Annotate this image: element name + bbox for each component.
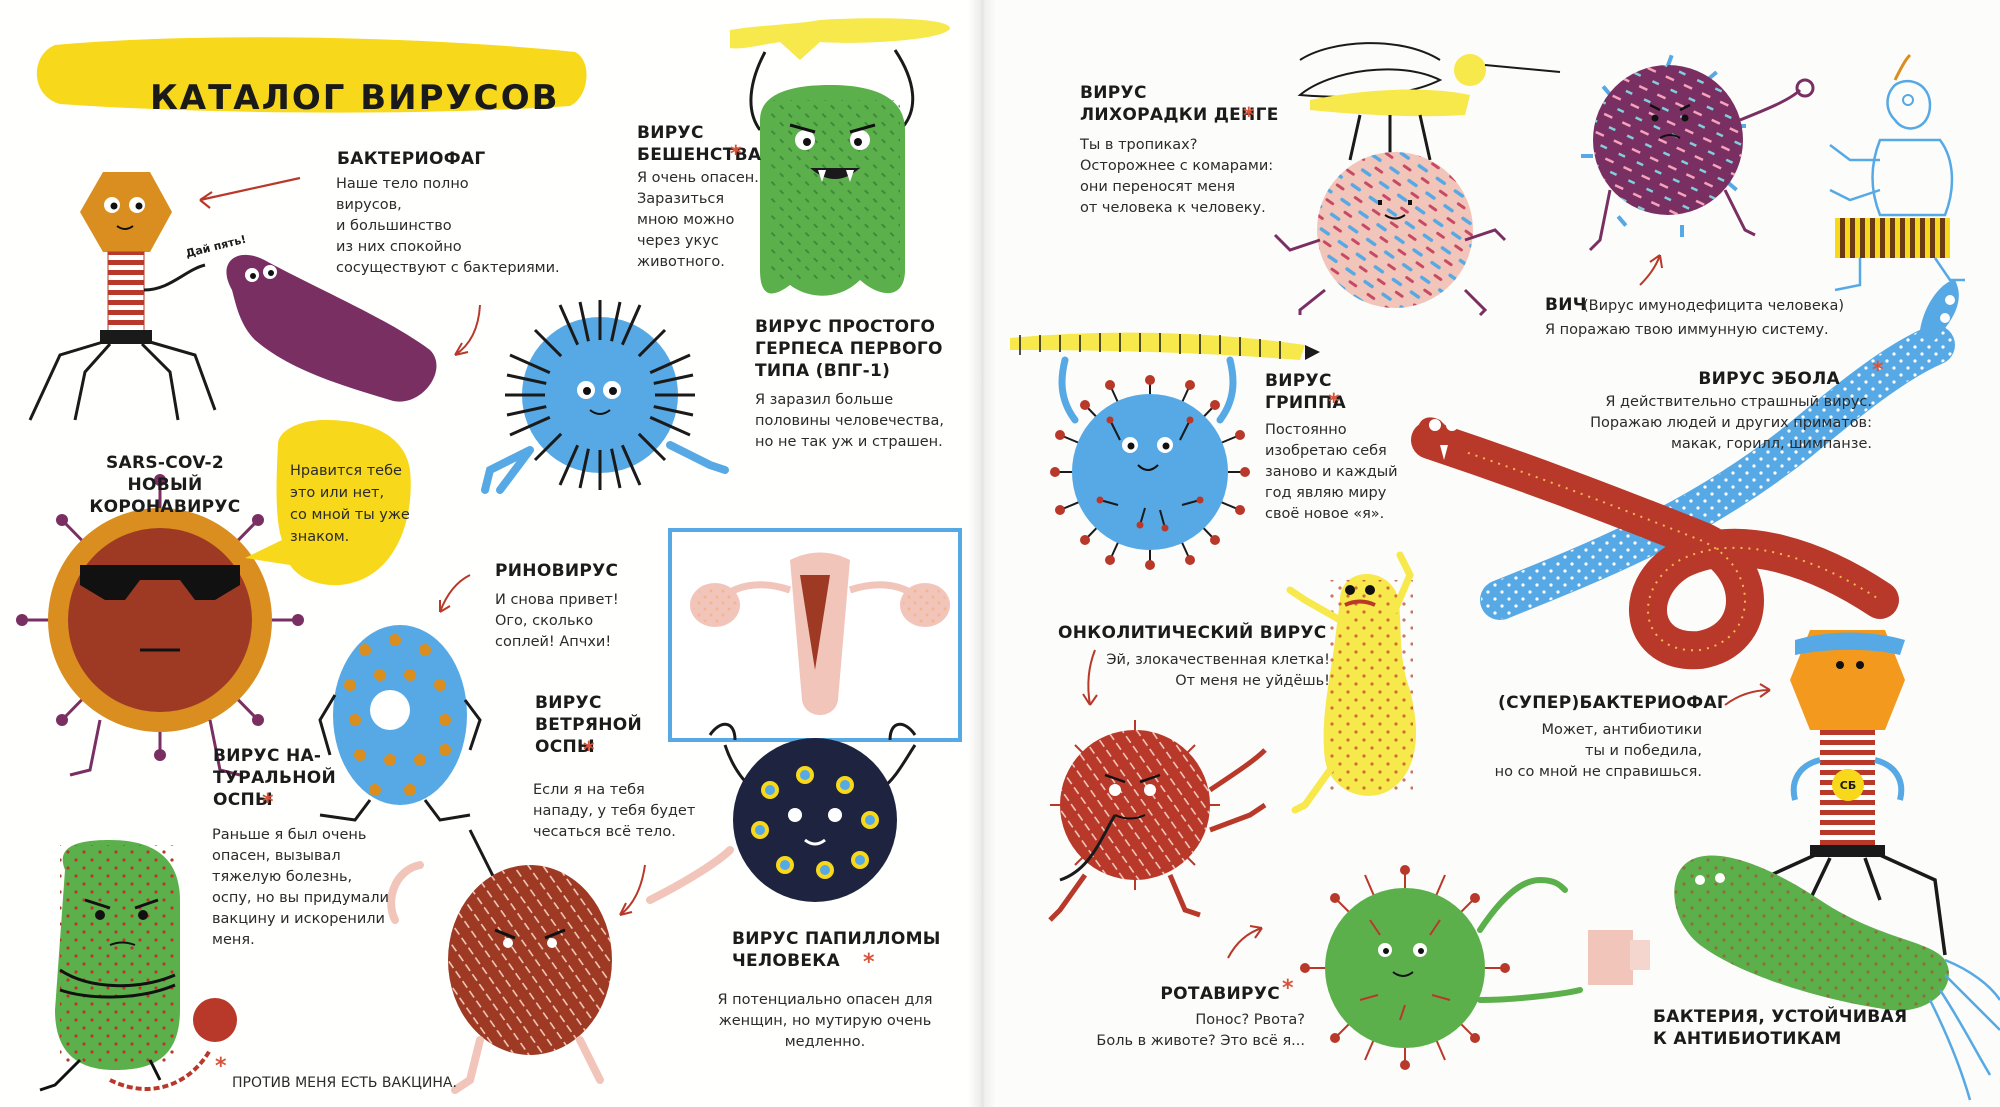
arrow-chickenpox xyxy=(619,864,646,916)
rhinovirus-illustration xyxy=(318,625,482,822)
herpes-virus-illustration xyxy=(481,300,729,494)
hiv-text: Я поражаю твою иммунную систему. xyxy=(1545,322,1829,338)
sars-speech-text: Нравится тебе это или нет, со мной ты уж… xyxy=(290,463,410,545)
sars-title: SARS-CoV-2 новый коронавирус xyxy=(89,453,241,517)
papilloma-text: Я потенциально опасен для женщин, но мут… xyxy=(717,992,933,1050)
bacteriophage-text: Наше тело полно вирусов, и большинство и… xyxy=(336,176,560,276)
ebola-text: Я действительно страшный вирус. Поражаю … xyxy=(1590,394,1872,452)
superphage-text: Может, антибиотики ты и победила, но со … xyxy=(1494,722,1702,780)
dengue-star-icon: * xyxy=(1243,104,1255,129)
resistant-bacterium-illustration xyxy=(1674,855,2000,1101)
title-banner-shape xyxy=(36,37,587,113)
bacteriophage-illustration xyxy=(28,172,217,421)
page-gutter xyxy=(968,0,996,1107)
oncolytic-title: Онколитический вирус xyxy=(1058,623,1327,643)
oncolytic-text: Эй, злокачественная клетка! От меня не у… xyxy=(1106,652,1330,689)
rotavirus-star-icon: * xyxy=(1282,976,1294,1001)
papilloma-title: Вирус папилломы человека xyxy=(732,929,941,971)
hiv-title: ВИЧ xyxy=(1545,295,1587,315)
purple-bacterium-illustration xyxy=(226,254,437,402)
arrow-rotavirus xyxy=(1227,925,1263,959)
arrow-hiv xyxy=(1639,254,1663,286)
herpes-text: Я заразил больше половины человечества, … xyxy=(755,392,945,450)
rotavirus-text: Понос? Рвота? Боль в животе? Это всё я..… xyxy=(1096,1012,1305,1049)
hiv-virus-illustration xyxy=(1581,54,1815,252)
smallpox-title: Вирус на- туральной оспы xyxy=(213,746,337,810)
vaccine-note-star-icon: * xyxy=(215,1054,227,1079)
arrow-bacterium xyxy=(454,304,481,356)
page-title: Каталог вирусов xyxy=(150,77,560,118)
rabies-star-icon: * xyxy=(730,142,742,167)
arrow-oncolytic xyxy=(1082,649,1098,706)
flu-virus-illustration xyxy=(1010,332,1320,570)
ebola-virus-illustration xyxy=(1411,280,1959,670)
superphage-badge: СБ xyxy=(1839,779,1857,792)
hiv-subtitle: (Вирус имунодефицита человека) xyxy=(1583,298,1845,314)
rabies-text: Я очень опасен. Заразиться мною можно че… xyxy=(637,170,759,270)
rabies-title: Вирус бешенства xyxy=(637,123,762,165)
smallpox-text: Раньше я был очень опасен, вызывал тяжел… xyxy=(212,827,389,948)
dengue-text: Ты в тропиках? Осторожнее с комарами: он… xyxy=(1080,137,1274,216)
chickenpox-star-icon: * xyxy=(583,738,595,763)
sars-cov-2-illustration xyxy=(16,474,304,777)
rhinovirus-text: И снова привет! Ого, сколько соплей! Апч… xyxy=(495,592,619,650)
arrow-superphage xyxy=(1724,683,1771,706)
flu-star-icon: * xyxy=(1328,390,1340,415)
rotavirus-illustration xyxy=(1300,865,1650,1070)
arrow-rhinovirus xyxy=(439,574,471,613)
chickenpox-title: Вирус ветряной оспы xyxy=(535,693,643,757)
rhinovirus-title: Риновирус xyxy=(495,561,619,581)
dengue-virus-illustration xyxy=(1273,42,1561,317)
herpes-title: Вирус простого герпеса первого типа (ВПГ… xyxy=(755,317,943,381)
flu-title: Вирус гриппа xyxy=(1265,371,1346,413)
cancer-cell-illustration xyxy=(1286,551,1416,814)
resistant-bacterium-title: Бактерия, устойчивая к антибиотикам xyxy=(1653,1007,1908,1049)
rabies-virus-illustration xyxy=(730,18,950,296)
chickenpox-text: Если я на тебя нападу, у тебя будет чеса… xyxy=(533,782,696,840)
ebola-title: Вирус Эбола xyxy=(1698,369,1840,389)
flu-text: Постоянно изобретаю себя заново и каждый… xyxy=(1265,422,1398,522)
papilloma-virus-illustration xyxy=(668,528,962,902)
dengue-title: Вирус лихорадки денге xyxy=(1080,83,1279,125)
sars-speech-bubble xyxy=(245,420,411,586)
human-figure-illustration xyxy=(1829,53,1965,292)
bacteriophage-title: Бактериофаг xyxy=(337,149,486,169)
arrow-bacteriophage xyxy=(199,176,301,209)
vaccine-note: Против меня есть вакцина. xyxy=(232,1075,457,1091)
superphage-title: (Супер)бактериофаг xyxy=(1498,693,1729,713)
papilloma-star-icon: * xyxy=(863,950,875,975)
ebola-star-icon: * xyxy=(1872,358,1884,383)
chickenpox-virus-illustration xyxy=(387,829,734,1094)
smallpox-virus-illustration xyxy=(39,840,237,1092)
smallpox-star-icon: * xyxy=(262,790,274,815)
rotavirus-title: Ротавирус xyxy=(1160,984,1280,1004)
oncolytic-virus-illustration xyxy=(1048,720,1267,922)
